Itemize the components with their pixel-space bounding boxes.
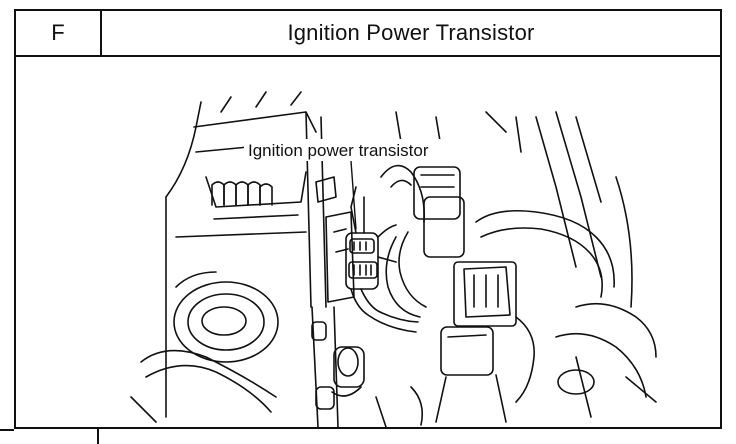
throttle-body-drawing [130,271,279,423]
callout-leader-line [350,160,357,230]
header-row: F Ignition Power Transistor [16,11,720,57]
callout-group: Ignition power transistor [244,139,482,230]
bottom-left-rule [0,429,14,431]
procedure-frame: F Ignition Power Transistor [14,9,722,429]
relays-and-harness-drawing [375,164,615,427]
bottom-divider-tick [97,429,99,444]
callout-label: Ignition power transistor [248,141,429,160]
right-engine-detail-drawing [395,111,657,418]
section-title: Ignition Power Transistor [287,20,535,45]
hoses-drawing [311,176,365,427]
ignition-power-transistor-drawing [345,186,419,333]
section-letter: F [16,11,102,55]
callout-label-background [244,139,482,161]
engine-bay-illustration: Ignition power transistor [130,91,657,427]
